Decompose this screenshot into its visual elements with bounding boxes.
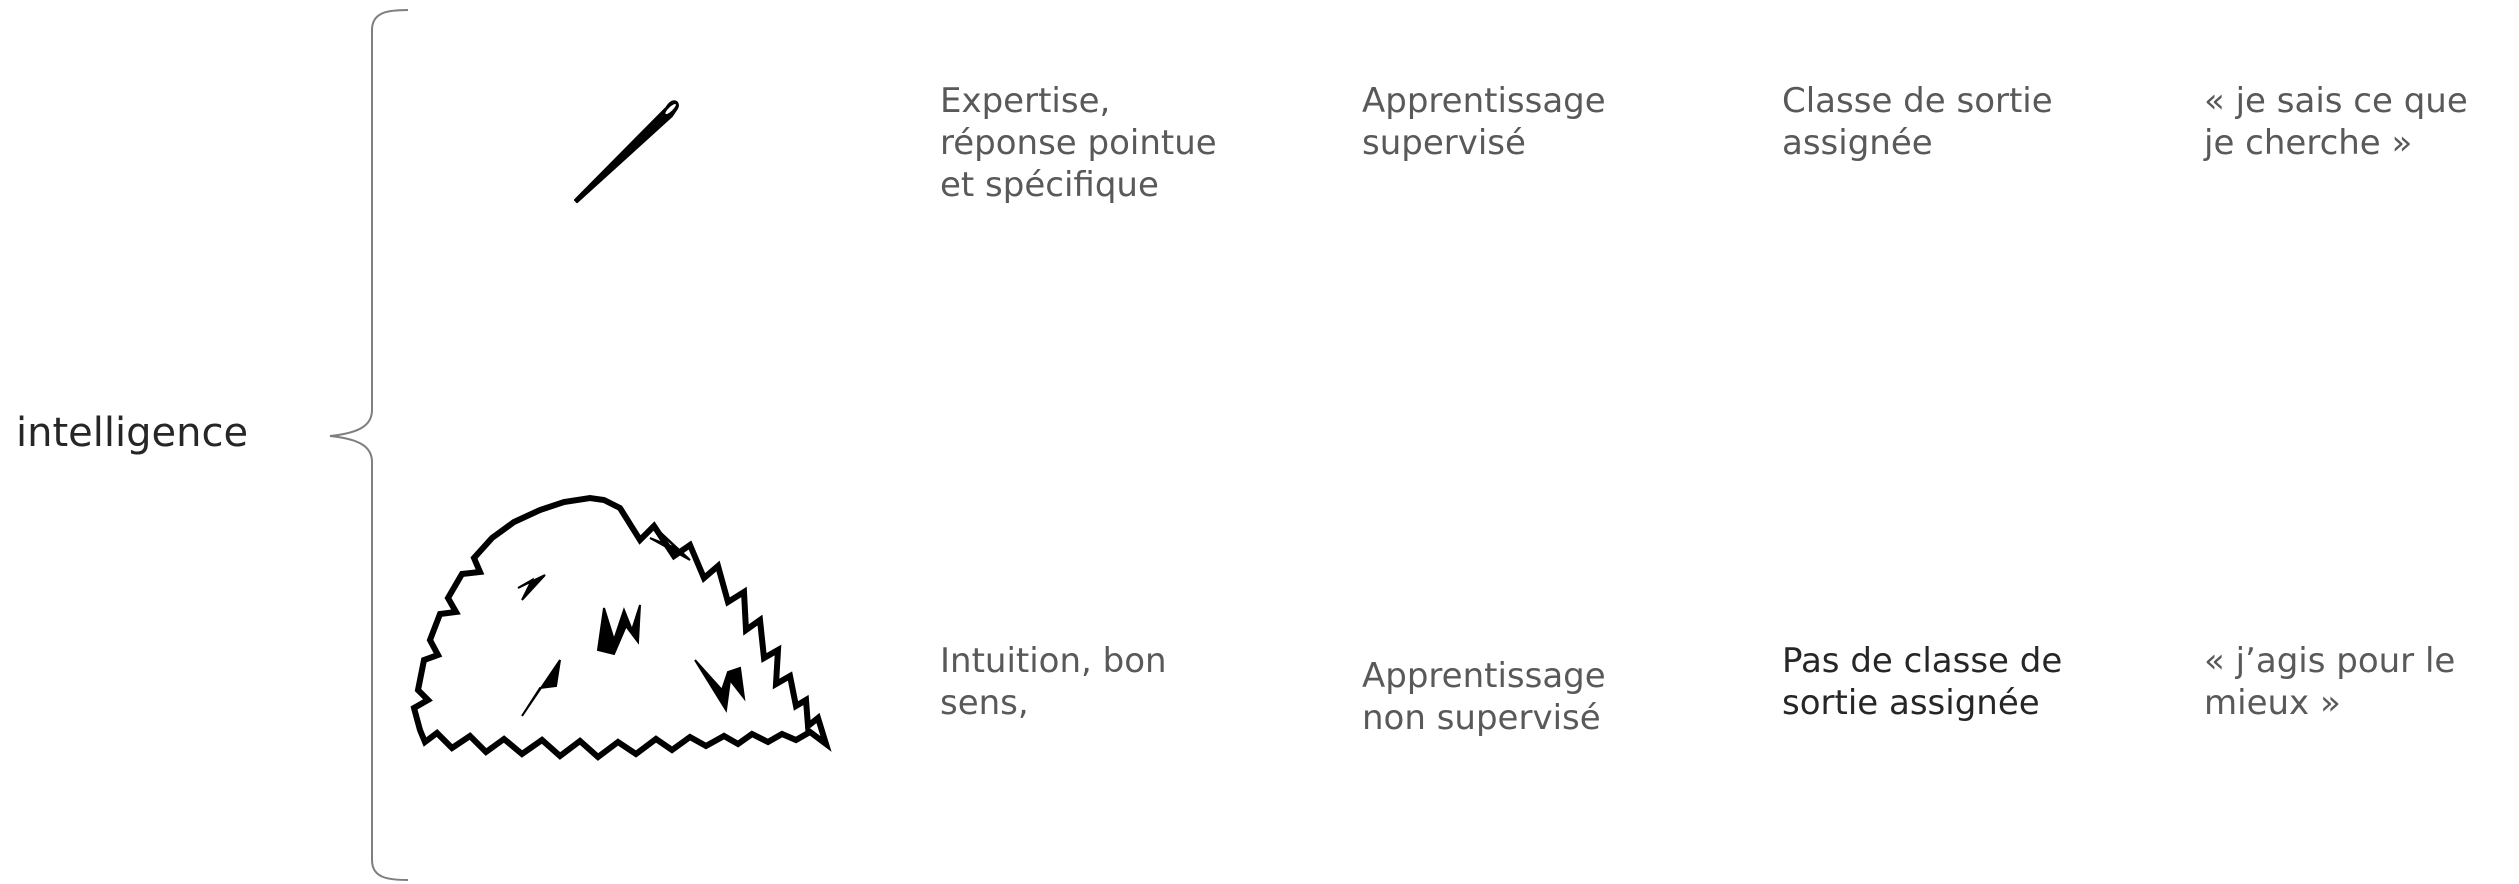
row-haystack-quote: « j’agis pour le mieux »: [2204, 641, 2456, 723]
root-label: intelligence: [16, 410, 249, 456]
row-needle-learning: Apprentissage supervisé: [1362, 81, 1606, 163]
curly-brace: [329, 9, 409, 881]
row-needle-output: Classe de sortie assignée: [1782, 81, 2053, 163]
row-haystack-output: Pas de classe de sortie assignée: [1782, 641, 2063, 723]
row-haystack-learning: Apprentissage non supervisé: [1362, 656, 1606, 738]
row-needle-quote: « je sais ce que je cherche »: [2204, 81, 2468, 163]
row-haystack-description: Intuition, bon sens,: [940, 641, 1167, 723]
row-needle-description: Expertise, réponse pointue et spécifique: [940, 81, 1217, 205]
